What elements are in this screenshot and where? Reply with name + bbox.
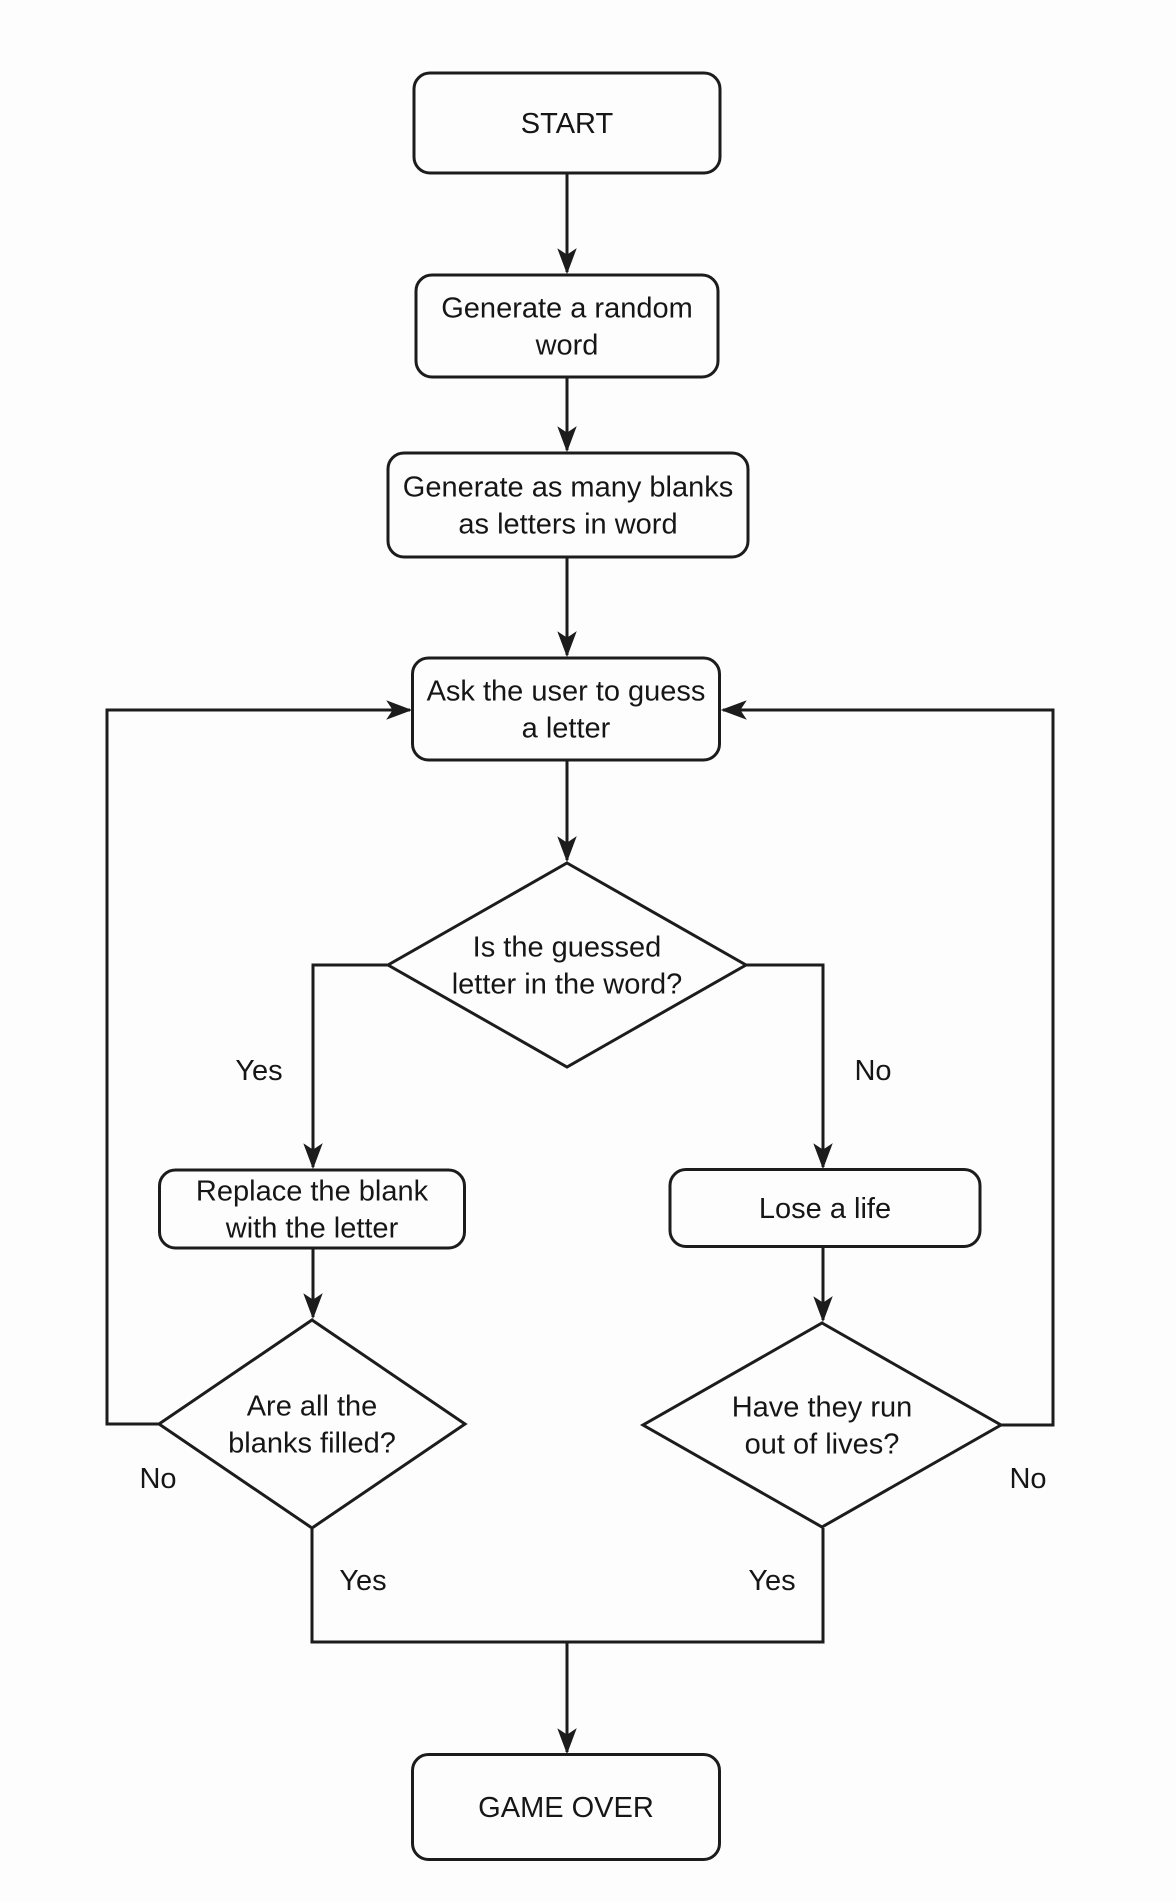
node-letter-in-word-label: letter in the word? [452, 969, 683, 1001]
node-generate-blanks-shape [386, 451, 750, 559]
node-out-of-lives: Have they run out of lives? [639, 1321, 1005, 1529]
node-generate-blanks-label: Generate as many blanks [403, 472, 733, 504]
node-generate-word-shape [414, 273, 720, 379]
node-blanks-filled-shape [156, 1318, 468, 1530]
node-lose-life: Lose a life [668, 1168, 982, 1248]
node-ask-guess: Ask the user to guess a letter [411, 656, 721, 762]
node-out-of-lives-label: out of lives? [745, 1429, 900, 1461]
node-generate-word-label: Generate a random [441, 293, 692, 325]
node-ask-guess-shape [411, 656, 721, 762]
node-out-of-lives-label: Have they run [732, 1392, 913, 1424]
node-replace-blank-label: with the letter [225, 1213, 399, 1245]
node-blanks-filled-label: blanks filled? [228, 1428, 396, 1460]
edge-merge-bar [310, 1528, 825, 1644]
node-start-label: START [521, 108, 614, 140]
node-generate-blanks-label: as letters in word [458, 509, 677, 541]
node-letter-in-word: Is the guessed letter in the word? [384, 861, 750, 1069]
node-game-over-shape [411, 1753, 721, 1861]
node-start-shape [412, 71, 722, 175]
edge-dletter-yes-replace [303, 963, 389, 1170]
edge-label-blanks-yes: Yes [339, 1565, 386, 1597]
edge-label-blanks-no: No [139, 1463, 176, 1495]
node-lose-life-shape [668, 1168, 982, 1248]
edge-dblanks-no-loop [105, 700, 413, 1426]
node-generate-word: Generate a random word [414, 273, 720, 379]
node-blanks-filled: Are all the blanks filled? [156, 1318, 468, 1530]
node-blanks-filled-label: Are all the [247, 1391, 378, 1423]
node-game-over: GAME OVER [411, 1753, 721, 1861]
node-ask-guess-label: a letter [522, 713, 611, 745]
node-game-over-label: GAME OVER [478, 1792, 654, 1824]
node-replace-blank: Replace the blank with the letter [158, 1168, 466, 1250]
edge-label-lives-no: No [1009, 1463, 1046, 1495]
node-generate-blanks: Generate as many blanks as letters in wor… [386, 451, 750, 559]
node-lose-life-label: Lose a life [759, 1193, 891, 1225]
node-generate-word-label: word [535, 330, 599, 362]
node-ask-guess-label: Ask the user to guess [427, 676, 706, 708]
node-start: START [412, 71, 722, 175]
edge-label-lives-yes: Yes [748, 1565, 795, 1597]
edge-dlives-no-loop [720, 700, 1055, 1427]
edge-label-letter-yes: Yes [235, 1055, 282, 1087]
node-letter-in-word-shape [384, 861, 750, 1069]
edge-dletter-no-lose [746, 963, 833, 1170]
node-replace-blank-shape [158, 1168, 466, 1250]
node-out-of-lives-shape [639, 1321, 1005, 1529]
node-replace-blank-label: Replace the blank [196, 1176, 429, 1208]
node-letter-in-word-label: Is the guessed [473, 932, 662, 964]
edge-label-letter-no: No [854, 1055, 891, 1087]
